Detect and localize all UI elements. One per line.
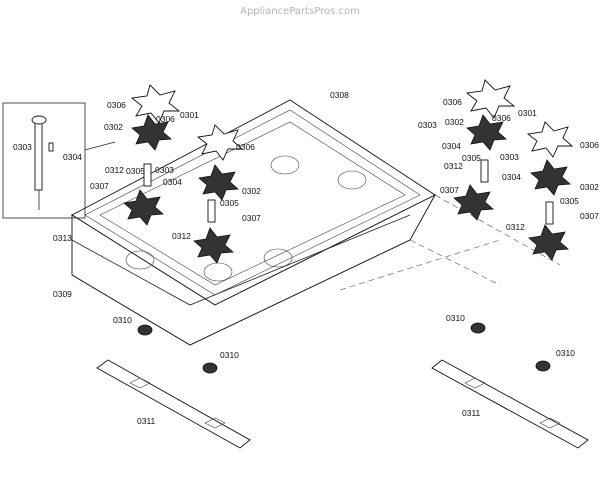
label-0306: 0306 (107, 100, 126, 110)
label-0302: 0302 (104, 122, 123, 132)
label-0307: 0307 (90, 181, 109, 191)
label-0304: 0304 (163, 177, 182, 187)
label-0308: 0308 (330, 90, 349, 100)
label-0303: 0303 (13, 142, 32, 152)
label-0302: 0302 (445, 117, 464, 127)
label-0311: 0311 (137, 416, 156, 426)
label-0302: 0302 (580, 182, 599, 192)
lower-panels (71, 214, 411, 346)
label-0304: 0304 (442, 141, 461, 151)
label-0305: 0305 (560, 196, 579, 206)
label-0312: 0312 (105, 165, 124, 175)
label-0302: 0302 (242, 186, 261, 196)
label-0312: 0312 (172, 231, 191, 241)
label-0304: 0304 (63, 152, 82, 162)
label-0312: 0312 (506, 222, 525, 232)
label-0303: 0303 (500, 152, 519, 162)
label-0301: 0301 (180, 110, 199, 120)
label-0305: 0305 (220, 198, 239, 208)
watermark: AppliancePartsPros.com (240, 6, 360, 17)
dashed-guides (339, 194, 561, 291)
label-0310: 0310 (113, 315, 132, 325)
label-0311: 0311 (462, 408, 481, 418)
label-0306: 0306 (492, 113, 511, 123)
label-0310: 0310 (556, 348, 575, 358)
label-0310: 0310 (220, 350, 239, 360)
label-0303: 0303 (418, 120, 437, 130)
label-0303: 0303 (155, 165, 174, 175)
label-0301: 0301 (518, 108, 537, 118)
label-0313: 0313 (53, 233, 72, 243)
label-0304: 0304 (502, 172, 521, 182)
part-labels: 0306 0301 0302 0306 0303 0304 0305 0303 … (13, 90, 599, 426)
label-0310: 0310 (446, 313, 465, 323)
label-0306: 0306 (156, 114, 175, 124)
label-0305: 0305 (126, 166, 145, 176)
brackets (96, 359, 589, 449)
valves (137, 322, 551, 374)
label-0307: 0307 (242, 213, 261, 223)
label-0305: 0305 (462, 153, 481, 163)
burner-caps (123, 79, 574, 264)
label-0307: 0307 (440, 185, 459, 195)
label-0309: 0309 (53, 289, 72, 299)
label-0306: 0306 (580, 140, 599, 150)
label-0306: 0306 (443, 97, 462, 107)
igniter-inset (2, 102, 116, 219)
label-0307: 0307 (580, 211, 599, 221)
label-0312: 0312 (444, 161, 463, 171)
label-0306: 0306 (236, 142, 255, 152)
